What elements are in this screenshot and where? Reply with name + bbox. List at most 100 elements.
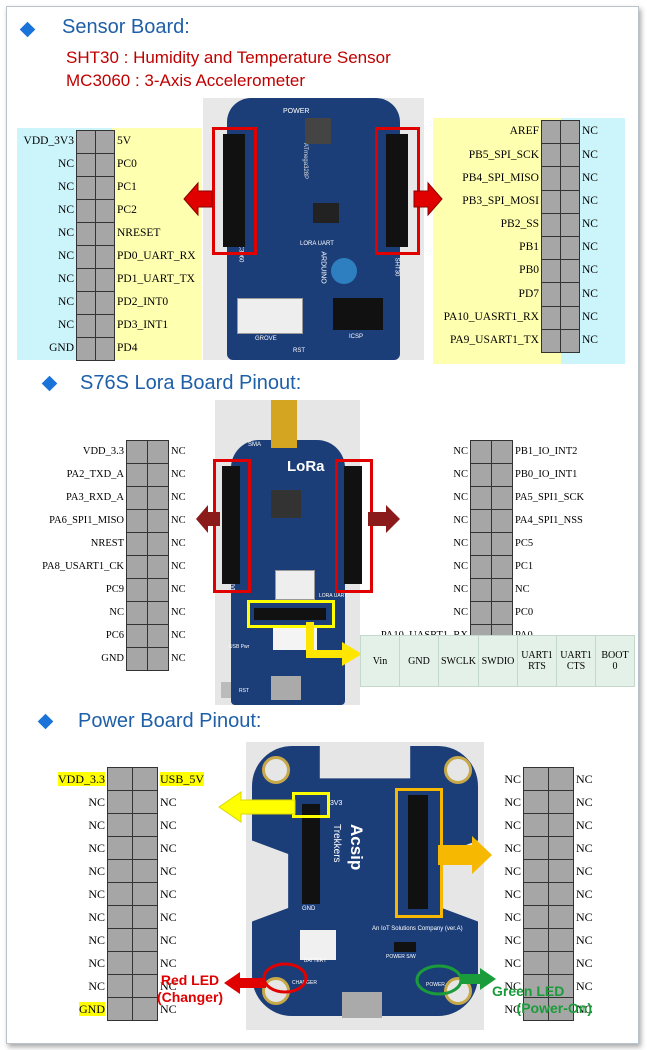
arduino-label: ARDUINO xyxy=(319,251,327,284)
icsp-header xyxy=(333,298,383,330)
pin-label-left: NC xyxy=(88,956,105,970)
pin-header xyxy=(223,134,245,247)
green-led-label: Green LED xyxy=(492,983,565,999)
pin-cell xyxy=(147,647,169,671)
acsip-logo: Acsip xyxy=(347,824,366,871)
pin-label-right: NC xyxy=(171,445,186,457)
right-arrow-icon xyxy=(368,505,400,533)
pin-cell xyxy=(541,305,561,330)
pin-cell xyxy=(523,951,549,975)
power-label: POWER xyxy=(283,108,310,115)
pin-label-left: GND xyxy=(49,342,74,355)
header-pin-label: SWDIO xyxy=(478,635,518,687)
pin-cell xyxy=(126,601,148,625)
pin-cell xyxy=(491,578,513,602)
pin-cell xyxy=(147,624,169,648)
pin-label-left: PC6 xyxy=(105,629,124,641)
pin-label-right: NC xyxy=(171,560,186,572)
pin-label-right: NC xyxy=(582,334,598,347)
pin-label-right: NC xyxy=(582,264,598,277)
pin-row: GND PD4 xyxy=(17,337,199,361)
pin-label-left: NC xyxy=(504,910,521,924)
pin-label-right: PA4_SPI1_NSS xyxy=(515,514,583,526)
pin-label-right: PD4 xyxy=(117,342,138,355)
pin-label-right: NC xyxy=(576,772,593,786)
pin-label-left: NC xyxy=(504,956,521,970)
pin-cell xyxy=(132,767,158,791)
pin-cell xyxy=(548,836,574,860)
pin-cell xyxy=(491,555,513,579)
green-led-sublabel: (Power-On) xyxy=(516,1000,592,1016)
pin-cell xyxy=(95,268,115,292)
lora-uart-label: LORA UART xyxy=(319,593,348,599)
pin-label-left: NC xyxy=(58,296,74,309)
pin-label-right: NC xyxy=(582,171,598,184)
pin-label-right: PB1_IO_INT2 xyxy=(515,445,578,457)
header-pin-label: UART1 CTS xyxy=(556,635,596,687)
pin-label-right: NC xyxy=(160,979,177,993)
pin-label-left: NC xyxy=(58,158,74,171)
pin-label-right: PD2_INT0 xyxy=(117,296,169,309)
pin-cell xyxy=(523,974,549,998)
pin-cell xyxy=(147,509,169,533)
pin-label-left: NC xyxy=(504,795,521,809)
power-label: POWER xyxy=(426,982,445,988)
pin-cell xyxy=(107,767,133,791)
pin-cell xyxy=(126,555,148,579)
pin-label-right: NC xyxy=(171,491,186,503)
pin-label-left: NC xyxy=(88,979,105,993)
pin-label-left: NC xyxy=(88,795,105,809)
highlight: VDD_3.3 xyxy=(58,772,105,786)
pin-cell xyxy=(107,951,133,975)
trekkers-label: Trekkers xyxy=(331,824,342,863)
header-pin-label: BOOT 0 xyxy=(595,635,635,687)
lora-logo: LoRa xyxy=(287,458,325,475)
pin-cell xyxy=(126,463,148,487)
power-top-left-pin-highlight xyxy=(292,792,330,818)
pin-label-right: PD0_UART_RX xyxy=(117,250,196,263)
pin-label-right: USB_5V xyxy=(158,768,213,791)
pin-cell xyxy=(107,974,133,998)
pin-row: NC NC xyxy=(45,836,212,860)
pin-label-right: NC xyxy=(160,841,177,855)
pin-label-left: NC xyxy=(58,227,74,240)
pin-label-right: NC xyxy=(160,933,177,947)
pin-label-right: NC xyxy=(576,933,593,947)
pin-label-right: PC5 xyxy=(515,537,534,549)
right-arrow-icon xyxy=(438,836,492,874)
pin-header xyxy=(408,795,428,909)
pin-cell xyxy=(126,509,148,533)
sensor-left-yellow-bg xyxy=(112,128,202,360)
pin-cell xyxy=(147,578,169,602)
pin-label-left: PB4_SPI_MISO xyxy=(462,171,539,184)
pin-cell xyxy=(548,905,574,929)
pin-cell xyxy=(548,790,574,814)
pin-label-left: NC xyxy=(453,537,468,549)
pin-label-left: GND xyxy=(101,652,124,664)
pin-cell xyxy=(107,997,133,1021)
pin-header xyxy=(344,466,362,584)
pin-label-left: NC xyxy=(88,841,105,855)
pin-label-right: NC xyxy=(515,583,530,595)
pin-label-left: NC xyxy=(88,818,105,832)
pin-cell xyxy=(523,790,549,814)
pin-label-right: PC1 xyxy=(117,181,137,194)
pin-label-right: PC0 xyxy=(117,158,137,171)
pin-cell xyxy=(541,235,561,261)
